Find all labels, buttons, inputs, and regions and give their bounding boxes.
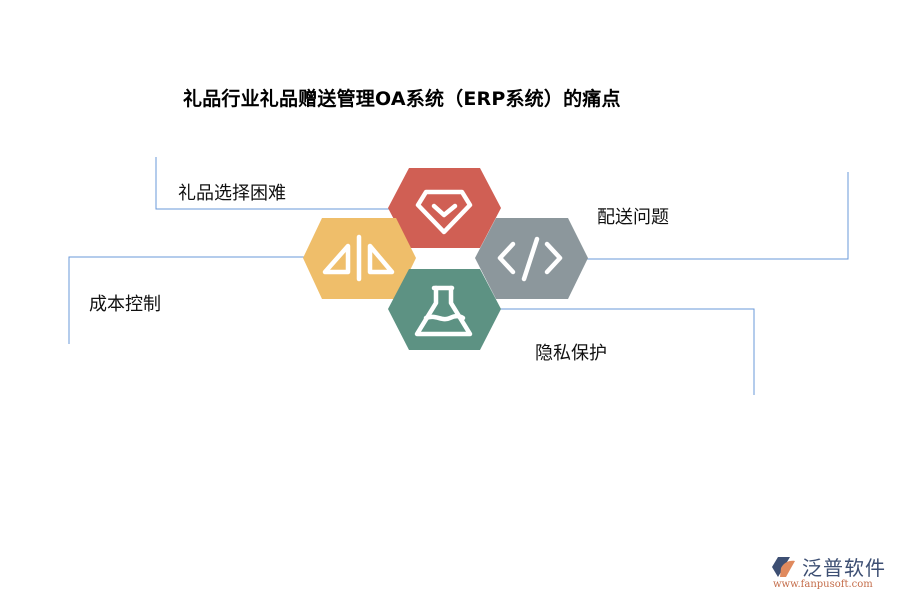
hexagon-cost-control [303, 218, 416, 299]
connector-privacy [475, 308, 755, 395]
flask-icon [414, 285, 473, 337]
logo-name: 泛普软件 [802, 556, 886, 580]
connector-delivery [545, 172, 849, 260]
hexagon-gift-selection [388, 168, 501, 248]
logo-url: www.fanpusoft.com [773, 579, 873, 590]
connector-cost [68, 256, 356, 344]
label-privacy: 隐私保护 [535, 343, 607, 364]
code-icon [497, 236, 563, 282]
logo-mark-icon [772, 557, 795, 577]
label-gift-selection: 礼品选择困难 [178, 183, 286, 204]
diamond-check-icon [415, 189, 473, 235]
hexagon-delivery [475, 218, 588, 299]
brand-logo: 泛普软件 www.fanpusoft.com [768, 552, 893, 594]
label-delivery: 配送问题 [597, 207, 669, 228]
connector-gift-selection [155, 157, 430, 210]
label-cost-control: 成本控制 [89, 294, 161, 315]
balance-triangles-icon [322, 234, 395, 282]
connector-lines [68, 157, 849, 395]
hexagon-privacy [388, 269, 501, 350]
page-title: 礼品行业礼品赠送管理OA系统（ERP系统）的痛点 [183, 88, 621, 110]
